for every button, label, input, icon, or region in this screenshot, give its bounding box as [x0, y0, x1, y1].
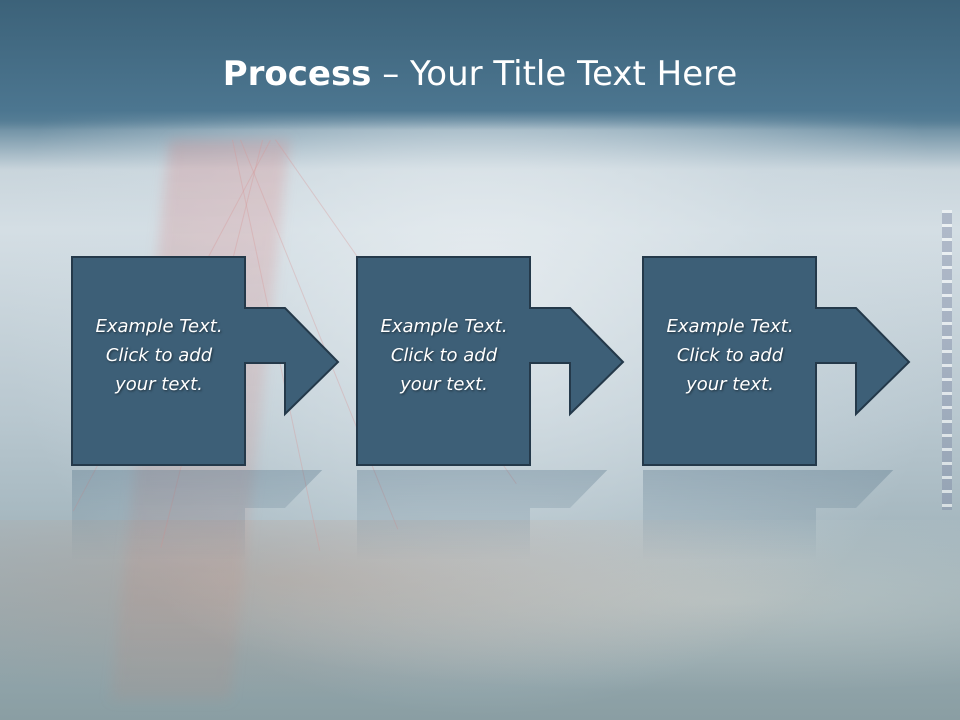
step-reflection	[642, 470, 922, 560]
step-reflection	[356, 470, 636, 560]
step-text[interactable]: Example Text. Click to add your text.	[95, 316, 223, 395]
step-arrow-shape	[356, 256, 625, 466]
title-bar	[0, 0, 960, 130]
process-step-1[interactable]: Example Text. Click to add your text.	[71, 256, 351, 470]
step-reflection	[71, 470, 351, 560]
radio-tower	[942, 210, 952, 510]
step-text[interactable]: Example Text. Click to add your text.	[380, 316, 508, 395]
slide-title[interactable]: Process – Your Title Text Here	[0, 52, 960, 96]
title-rest: – Your Title Text Here	[371, 54, 738, 94]
step-arrow-shape	[71, 256, 340, 466]
step-text[interactable]: Example Text. Click to add your text.	[666, 316, 794, 395]
city-lights-glow	[0, 520, 960, 720]
step-arrow-shape	[642, 256, 911, 466]
title-bold: Process	[222, 54, 372, 94]
process-step-3[interactable]: Example Text. Click to add your text.	[642, 256, 922, 470]
process-step-2[interactable]: Example Text. Click to add your text.	[356, 256, 636, 470]
